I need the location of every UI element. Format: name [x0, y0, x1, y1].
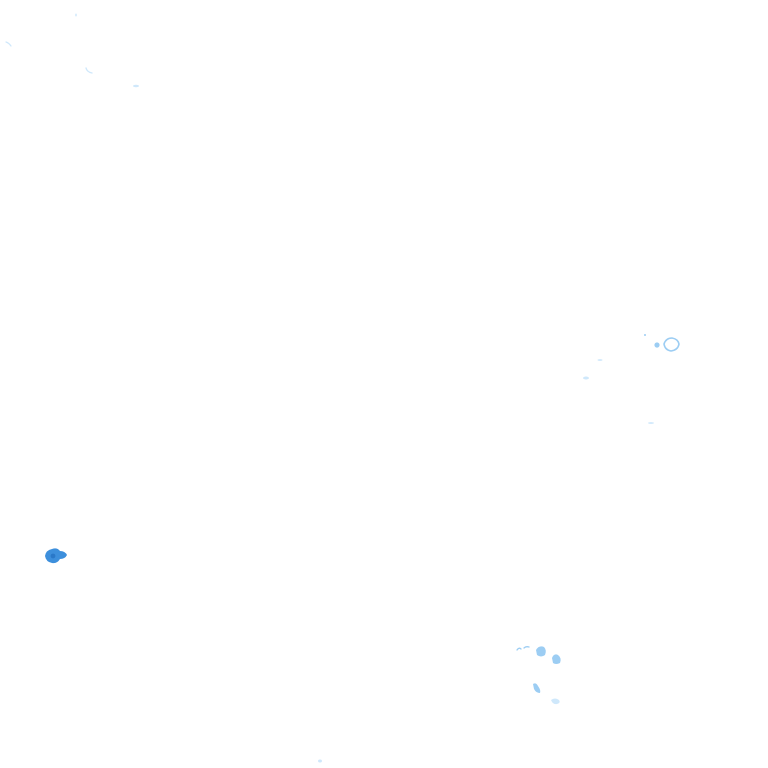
precip-echo	[318, 759, 322, 763]
precip-echo	[45, 548, 67, 564]
precip-echo	[597, 359, 603, 361]
precip-echo	[648, 422, 654, 424]
precip-echo	[583, 376, 589, 380]
precip-echo	[552, 654, 561, 664]
precip-echo	[533, 683, 541, 693]
precip-echo	[551, 698, 560, 705]
precip-echo	[85, 67, 93, 74]
precip-echo	[516, 646, 546, 657]
precip-echo	[133, 84, 139, 88]
precip-echo	[75, 13, 77, 17]
precip-echo	[644, 334, 680, 352]
precip-echo	[5, 41, 12, 47]
